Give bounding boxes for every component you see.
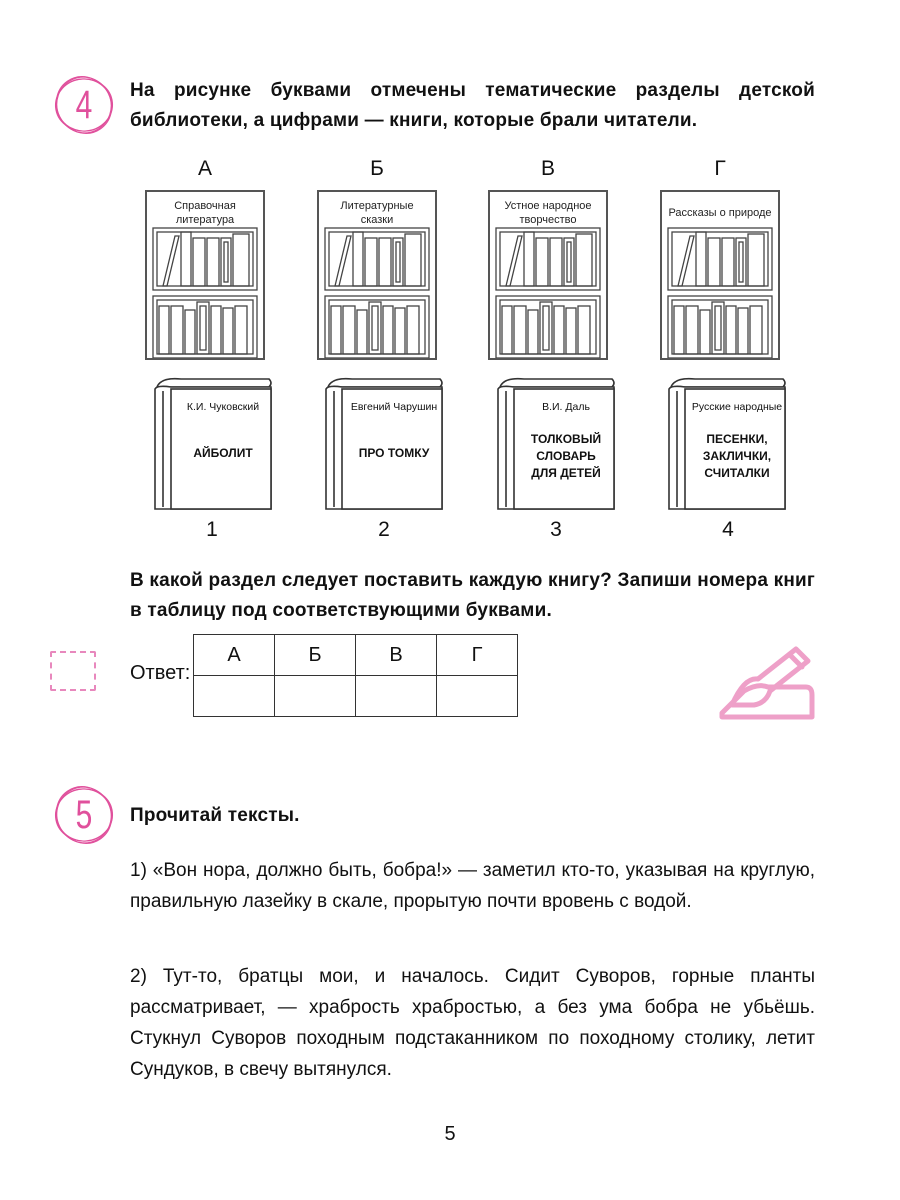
rose-circle-icon — [54, 786, 114, 844]
page-number: 5 — [444, 1123, 456, 1145]
task-5-title: Прочитай тексты. — [130, 805, 300, 826]
pencil-writing-icon — [719, 646, 815, 720]
section-letter-v: В — [540, 157, 555, 180]
dashed-box-icon — [50, 651, 96, 691]
book-number-2: 2 — [378, 518, 390, 541]
answer-cell-b[interactable] — [274, 675, 356, 717]
bookshelf-b: Литературные сказки — [317, 190, 437, 360]
book-title: ПРО ТОМКУ — [358, 446, 430, 460]
shelf-label: Справочная литература — [174, 200, 236, 226]
book-3: В.И. Даль ТОЛКОВЫЙ СЛОВАРЬ ДЛЯ ДЕТЕЙ — [494, 373, 618, 515]
answer-table: А Б В Г — [193, 634, 518, 717]
text-2: 2) Тут-то, братцы мои, и началось. Сидит… — [130, 966, 815, 1080]
book-number-3: 3 — [550, 518, 562, 541]
task-5-number: 5 — [75, 792, 93, 837]
books-on-shelf-icon — [152, 227, 258, 358]
rose-circle-icon — [54, 76, 114, 134]
bookshelf-a: Справочная литература — [145, 190, 265, 360]
book-author: К.И. Чуковский — [186, 401, 260, 413]
book-2: Евгений Чарушин ПРО ТОМКУ — [322, 373, 446, 515]
answer-cell-v[interactable] — [355, 675, 437, 717]
book-author: В.И. Даль — [542, 401, 590, 413]
book-author: Русские народные — [691, 401, 783, 413]
books-on-shelf-icon — [495, 227, 601, 358]
book-4: Русские народные ПЕСЕНКИ, ЗАКЛИЧКИ, СЧИТ… — [665, 373, 789, 515]
task-4-number: 4 — [75, 82, 93, 127]
task-5-badge: 5 — [52, 783, 116, 847]
table-header-row: А Б В Г — [193, 634, 518, 676]
section-letter-g: Г — [714, 157, 726, 180]
book-number-1: 1 — [206, 518, 218, 541]
answer-label: Ответ: — [130, 662, 191, 684]
book-cover-icon — [497, 377, 615, 510]
table-answer-row — [193, 675, 518, 717]
task-4-instruction: На рисунке буквами отмечены тематические… — [130, 80, 815, 131]
table-header-cell: Г — [436, 634, 518, 676]
book-author: Евгений Чарушин — [350, 401, 438, 413]
book-title: АЙБОЛИТ — [193, 446, 253, 460]
book-title: ТОЛКОВЫЙ СЛОВАРЬ ДЛЯ ДЕТЕЙ — [530, 432, 602, 480]
shelf-label: Литературные сказки — [340, 200, 414, 226]
task-4-question: В какой раздел следует поставить каждую … — [130, 570, 815, 621]
book-number-4: 4 — [722, 518, 734, 541]
section-letter-b: Б — [370, 157, 384, 180]
bookshelf-g: Рассказы о природе — [660, 190, 780, 360]
table-header-cell: В — [355, 634, 437, 676]
table-header-cell: Б — [274, 634, 356, 676]
bookshelf-v: Устное народное творчество — [488, 190, 608, 360]
book-1: К.И. Чуковский АЙБОЛИТ — [151, 373, 275, 515]
book-title: ПЕСЕНКИ, ЗАКЛИЧКИ, СЧИТАЛКИ — [702, 432, 772, 480]
book-cover-icon — [325, 377, 443, 510]
book-cover-icon — [154, 377, 272, 510]
task-4-badge: 4 — [52, 73, 116, 137]
shelf-label: Устное народное творчество — [504, 200, 592, 226]
section-letter-a: А — [197, 157, 212, 180]
text-1: 1) «Вон нора, должно быть, бобра!» — зам… — [130, 860, 815, 912]
book-cover-icon — [668, 377, 786, 510]
books-on-shelf-icon — [324, 227, 430, 358]
books-on-shelf-icon — [667, 227, 773, 358]
table-header-cell: А — [193, 634, 275, 676]
shelf-label: Рассказы о природе — [668, 207, 772, 219]
answer-cell-a[interactable] — [193, 675, 275, 717]
answer-cell-g[interactable] — [436, 675, 518, 717]
